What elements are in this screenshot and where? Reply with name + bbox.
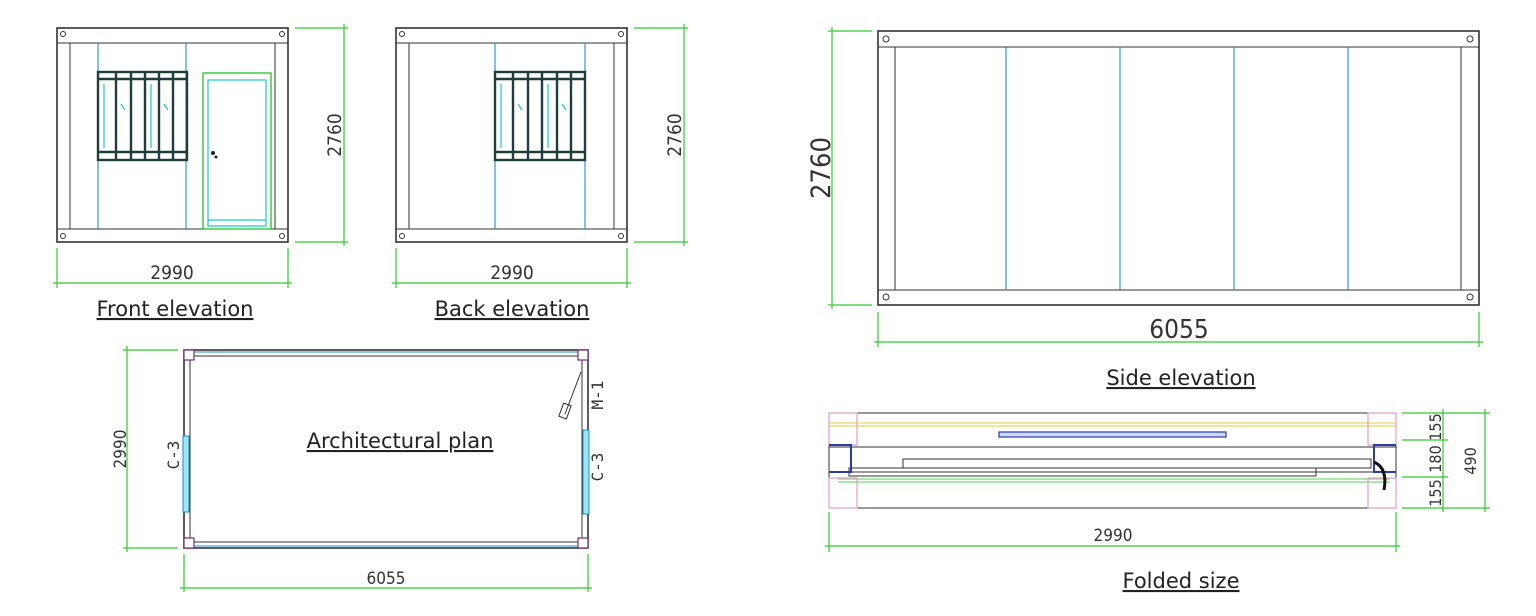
plan-window-right <box>582 429 590 515</box>
plan-corner-post <box>183 349 195 361</box>
architectural-plan-caption: Architectural plan <box>307 429 494 453</box>
side-elevation-caption: Side elevation <box>1106 366 1255 390</box>
front-elevation-caption: Front elevation <box>97 297 254 321</box>
folded-corner-post <box>1367 477 1397 509</box>
window-handle <box>517 103 567 111</box>
corner-casting <box>279 31 285 37</box>
architectural-plan: C-3 C-3 M-1 Architectural plan 2990 6055 <box>111 346 607 592</box>
corner-casting <box>618 31 624 37</box>
plan-width-dim: 6055 <box>367 569 406 589</box>
side-height-dim: 2760 <box>806 137 837 199</box>
back-width-dim: 2990 <box>490 262 534 284</box>
side-elevation: 2760 6055 Side elevation <box>806 27 1483 390</box>
folded-side-frame <box>829 444 852 473</box>
plan-door-leaf <box>564 371 582 415</box>
corner-casting <box>882 35 890 43</box>
back-height-dim: 2760 <box>664 113 686 157</box>
corner-casting <box>1466 35 1474 43</box>
folded-corner-post <box>1367 412 1397 446</box>
folded-panel <box>902 458 1372 469</box>
folded-outline <box>828 412 1397 509</box>
plan-inner-wall <box>189 355 583 543</box>
back-outer-frame <box>395 27 628 243</box>
folded-corner-post <box>828 477 858 509</box>
front-door <box>202 72 272 230</box>
plan-door-hinge <box>558 402 572 420</box>
folded-middle-part-dim: 180 <box>1426 445 1445 472</box>
front-outer-frame <box>56 27 289 243</box>
side-width-dim: 6055 <box>1149 315 1209 345</box>
corner-casting <box>399 31 405 37</box>
folded-corner-post <box>828 412 858 446</box>
plan-corner-post <box>183 537 195 549</box>
corner-casting <box>60 31 66 37</box>
back-elevation: 2990 2760 Back elevation <box>392 24 688 321</box>
door-mark: M-1 <box>588 381 607 410</box>
plan-window-left <box>182 435 190 513</box>
folded-width-dim: 2990 <box>1094 526 1133 546</box>
back-elevation-caption: Back elevation <box>435 297 590 321</box>
front-height-dim: 2760 <box>324 113 346 157</box>
folded-size: 155 180 155 490 2990 Folded size <box>825 409 1490 593</box>
side-outer-frame <box>877 30 1480 306</box>
front-width-dim: 2990 <box>150 262 194 284</box>
folded-size-caption: Folded size <box>1123 569 1240 593</box>
folded-bottom-part-dim: 155 <box>1426 479 1445 506</box>
corner-casting <box>1466 293 1474 301</box>
folded-hook <box>1373 460 1387 491</box>
corner-casting <box>618 233 624 239</box>
plan-depth-dim: 2990 <box>111 430 131 469</box>
front-elevation: 2990 2760 Front elevation <box>53 24 348 321</box>
back-window-frame <box>493 70 587 162</box>
corner-casting <box>60 233 66 239</box>
front-window-frame <box>96 70 189 162</box>
front-door-leaf <box>207 79 267 227</box>
door-lock <box>214 155 218 159</box>
window-handle <box>120 103 169 111</box>
window-left-mark: C-3 <box>164 441 183 470</box>
door-handle <box>211 151 215 155</box>
folded-total-height-dim: 490 <box>1461 447 1480 474</box>
folded-top-part-dim: 155 <box>1426 413 1445 440</box>
window-right-mark: C-3 <box>588 453 607 482</box>
corner-casting <box>882 293 890 301</box>
folded-side-frame <box>1373 444 1396 473</box>
corner-casting <box>399 233 405 239</box>
plan-corner-post <box>577 537 589 549</box>
corner-casting <box>279 233 285 239</box>
folded-panel <box>998 431 1227 438</box>
plan-corner-post <box>577 349 589 361</box>
